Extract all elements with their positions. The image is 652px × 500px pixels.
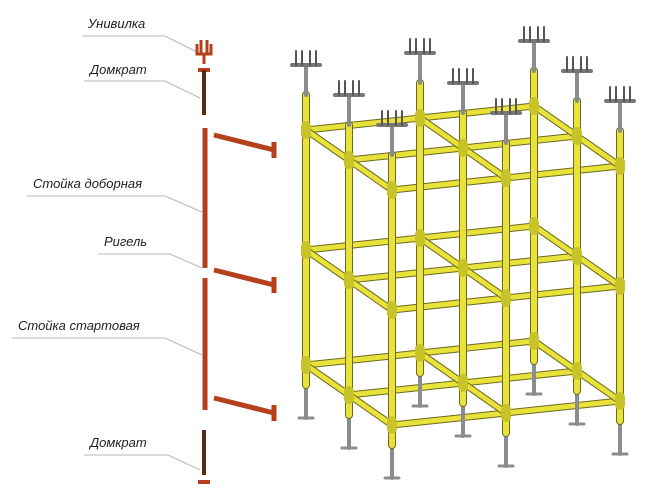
ledger — [303, 247, 352, 283]
leader-line — [12, 337, 203, 356]
ledger — [531, 223, 580, 259]
ledger — [460, 145, 509, 181]
ledger — [303, 362, 352, 398]
ledger — [503, 163, 623, 181]
ledger — [213, 395, 277, 421]
exploded-components — [195, 40, 277, 484]
ledger — [389, 175, 509, 193]
ledger — [389, 295, 509, 313]
ledger — [417, 235, 466, 271]
ledger — [503, 283, 623, 301]
ledger — [531, 103, 580, 139]
ledger — [417, 115, 466, 151]
label-ledger: Ригель — [104, 234, 147, 249]
ledger — [346, 380, 466, 398]
ledger — [503, 398, 623, 416]
ledger — [346, 145, 466, 163]
ledger — [417, 338, 537, 356]
component-labels: Унивилка Домкрат Стойка доборная Ригель … — [12, 16, 203, 471]
ledger — [531, 338, 580, 374]
ledger — [213, 267, 277, 293]
leader-line — [84, 454, 201, 471]
ledger — [574, 133, 623, 169]
leader-line — [98, 253, 203, 269]
ledger — [303, 127, 352, 163]
leader-line — [84, 80, 201, 99]
ledger — [417, 223, 537, 241]
ledger — [460, 133, 580, 151]
leader-line — [27, 195, 203, 213]
fork-head — [195, 40, 213, 64]
ledger — [346, 392, 395, 428]
label-jack-top: Домкрат — [88, 62, 147, 77]
ledger — [574, 368, 623, 404]
ledger — [389, 410, 509, 428]
assembled-scaffold — [290, 26, 636, 480]
ledger — [460, 265, 509, 301]
ledger — [346, 277, 395, 313]
ledger — [303, 235, 423, 253]
label-fork-head: Унивилка — [87, 16, 145, 31]
ledger — [303, 350, 423, 368]
ledger — [346, 265, 466, 283]
ledger — [213, 132, 277, 158]
leader-line — [82, 35, 198, 53]
ledger — [460, 368, 580, 386]
ledger — [460, 380, 509, 416]
ledger — [460, 253, 580, 271]
label-starter-post: Стойка стартовая — [18, 318, 140, 333]
ledger — [574, 253, 623, 289]
ledger — [417, 350, 466, 386]
label-jack-bottom: Домкрат — [88, 435, 147, 450]
ledger — [346, 157, 395, 193]
label-extension-post: Стойка доборная — [33, 176, 142, 191]
